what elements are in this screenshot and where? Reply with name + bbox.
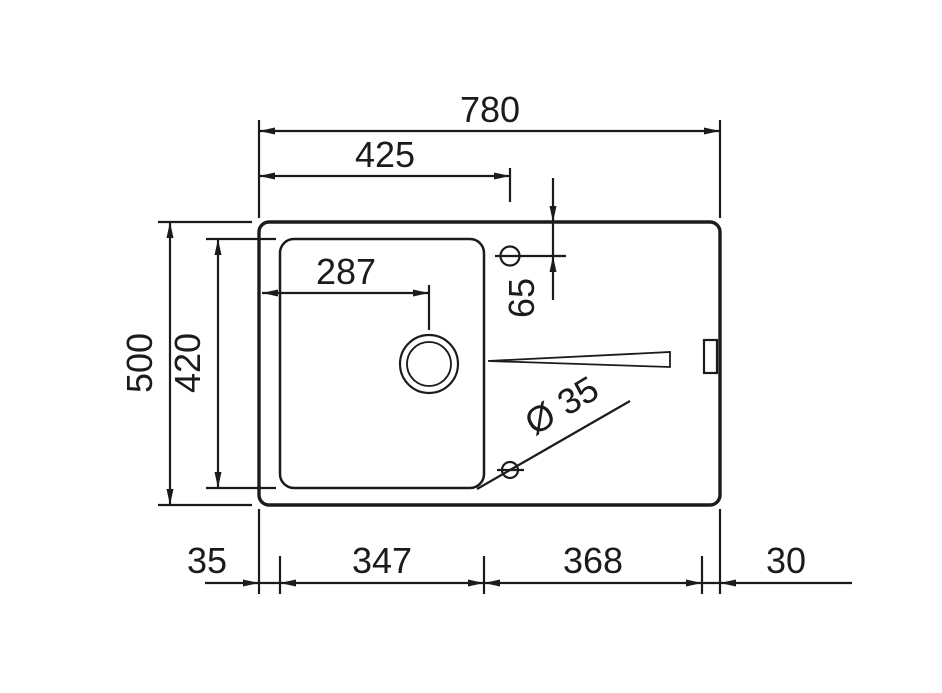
dim-label-420: 420 (167, 333, 208, 393)
arrowhead (243, 579, 259, 587)
arrowhead (259, 172, 275, 180)
dim-label-65: 65 (501, 278, 542, 318)
dimension-overall-depth: 500 (119, 220, 252, 507)
arrowhead (262, 289, 278, 297)
dimension-tap-from-top: 65 (501, 178, 557, 318)
arrowhead (484, 579, 500, 587)
arrowhead (468, 579, 484, 587)
dimension-bottom-chain: 35 347 368 30 (187, 509, 852, 594)
arrowhead (413, 289, 429, 297)
dim-label-500: 500 (119, 333, 160, 393)
arrowhead (166, 222, 174, 238)
dim-label-425: 425 (355, 134, 415, 175)
dim-label-287: 287 (316, 251, 376, 292)
arrowhead (280, 579, 296, 587)
dim-label-347: 347 (352, 540, 412, 581)
arrowhead (494, 172, 510, 180)
sink-body (257, 220, 722, 507)
arrowhead (720, 579, 736, 587)
arrowhead (214, 239, 222, 255)
drainer-groove (487, 351, 671, 368)
dim-label-780: 780 (460, 89, 520, 130)
dimension-drain-from-left: 287 (262, 251, 431, 330)
arrowhead (704, 127, 720, 135)
dim-label-35: 35 (187, 540, 227, 581)
arrowhead (166, 489, 174, 505)
dimension-bowl-depth: 420 (167, 237, 276, 490)
dimension-overall-width: 780 (257, 89, 722, 218)
dimension-tap-from-left: 425 (259, 134, 512, 202)
arrowhead (549, 256, 557, 272)
drain-outer-circle (398, 333, 460, 395)
dim-label-368: 368 (563, 540, 623, 581)
overflow-slot (702, 338, 719, 375)
dim-label-dia-35: Ø 35 (518, 368, 606, 443)
arrowhead (549, 206, 557, 222)
sink-outer-outline (257, 220, 722, 507)
arrowhead (214, 472, 222, 488)
dim-label-30: 30 (766, 540, 806, 581)
sink-bowl-outline (278, 237, 486, 490)
arrowhead (686, 579, 702, 587)
drain-inner-circle (406, 341, 452, 387)
arrowhead (259, 127, 275, 135)
leader-line (476, 400, 631, 490)
